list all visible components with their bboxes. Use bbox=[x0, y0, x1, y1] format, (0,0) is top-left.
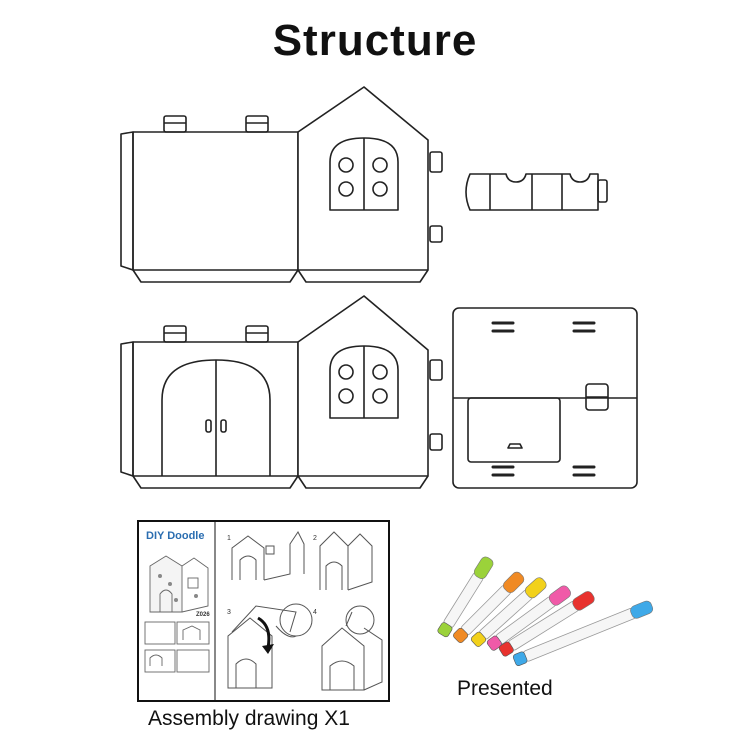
presented-caption: Presented bbox=[457, 677, 553, 700]
booklet-model: Z026 bbox=[196, 612, 210, 618]
bottom-gable-panel bbox=[297, 295, 443, 489]
booklet-brand: DIY Doodle bbox=[146, 530, 205, 542]
marker-pen-icon bbox=[512, 600, 654, 666]
marker-pen-icon bbox=[470, 577, 547, 647]
assembly-booklet: 1 2 3 4 bbox=[137, 520, 390, 702]
page-title: Structure bbox=[272, 16, 478, 65]
marker-pen-icon bbox=[437, 556, 494, 638]
step-number: 2 bbox=[313, 535, 317, 542]
roof-base-panel bbox=[452, 307, 638, 489]
door-wall-panel bbox=[120, 325, 299, 489]
marker-pen-icon bbox=[498, 591, 595, 657]
marker-pen-icon bbox=[453, 571, 525, 643]
top-left-wall-panel bbox=[120, 115, 299, 283]
top-gable-panel bbox=[297, 86, 443, 283]
marker-pen-icon bbox=[486, 585, 571, 651]
step-number: 1 bbox=[227, 535, 231, 542]
step-number: 3 bbox=[227, 609, 231, 616]
markers-group bbox=[437, 556, 654, 666]
chimney-piece bbox=[465, 173, 608, 211]
assembly-caption: Assembly drawing X1 bbox=[148, 707, 350, 730]
step-number: 4 bbox=[313, 609, 317, 616]
